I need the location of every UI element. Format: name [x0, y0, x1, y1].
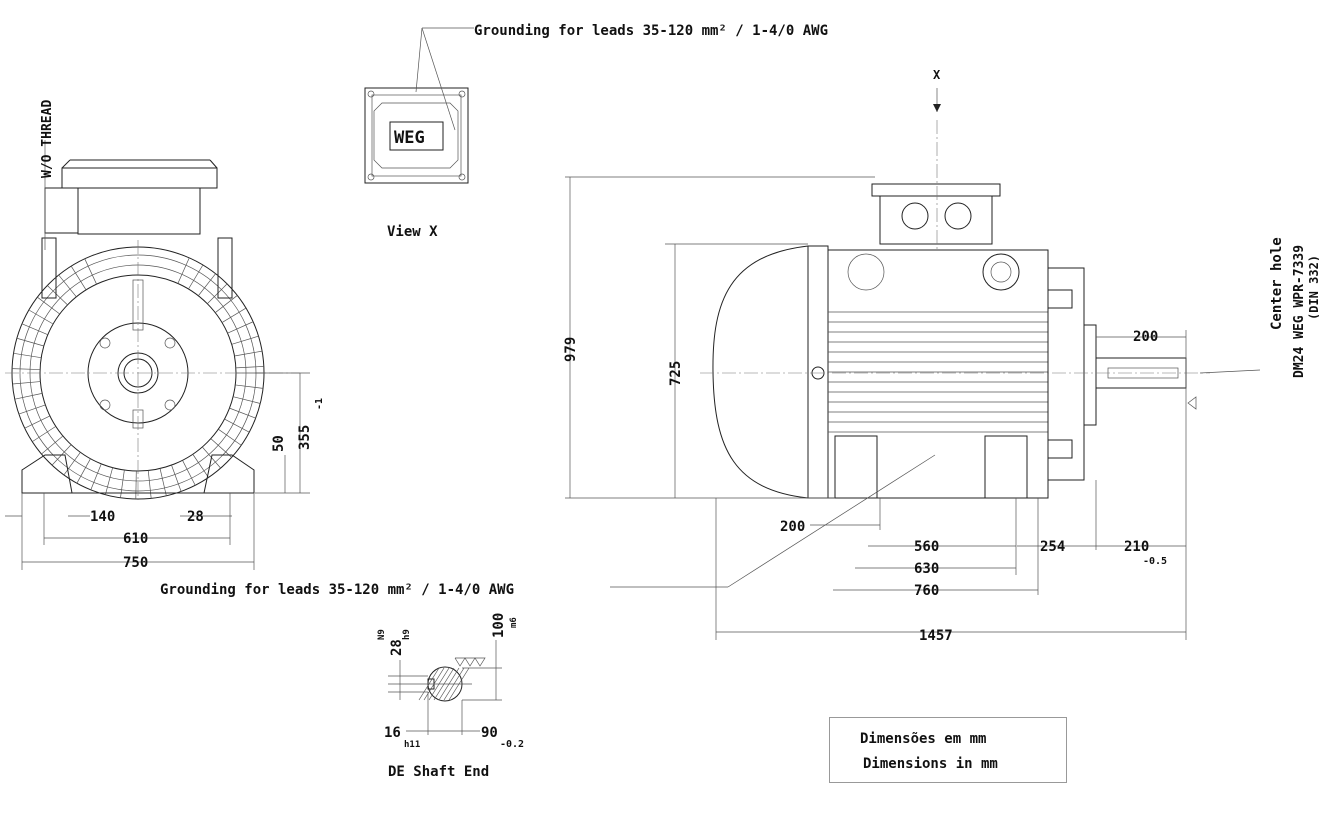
view-x-label: View X — [387, 224, 438, 240]
units-label-pt: Dimensões em mm — [860, 731, 987, 747]
side-view — [610, 120, 1261, 588]
center-hole-din: (DIN 332) — [1307, 255, 1319, 320]
motor-frame — [827, 249, 1049, 499]
units-note-box: Dimensões em mm Dimensions in mm — [829, 717, 1067, 783]
dim-254: 254 — [1040, 539, 1065, 555]
shaft-key-width-tol-b: h9 — [402, 629, 412, 640]
dim-210: 210 — [1124, 539, 1149, 555]
shaft-key-height: 16 — [384, 725, 401, 741]
dim-979: 979 — [563, 337, 579, 362]
front-view — [5, 159, 300, 500]
dim-725: 725 — [668, 361, 684, 386]
dim-355: 355 — [297, 425, 313, 450]
frame-fins — [828, 311, 1048, 433]
shaft-length: 90 — [481, 725, 498, 741]
shaft-length-tol: -0.2 — [500, 739, 524, 750]
weg-logo: WEG — [394, 128, 425, 148]
shaft-hatching — [418, 667, 470, 701]
side-foot-right — [984, 435, 1028, 499]
terminal-box-lid — [61, 167, 218, 189]
dim-28: 28 — [187, 509, 204, 525]
cable-entry — [44, 187, 79, 234]
view-x: WEG — [364, 27, 474, 184]
grounding-label-bottom: Grounding for leads 35-120 mm² / 1-4/0 A… — [160, 582, 514, 598]
shaft-end-view — [388, 640, 502, 735]
de-shaft-end-label: DE Shaft End — [388, 764, 489, 780]
dim-610: 610 — [123, 531, 148, 547]
side-foot-left — [834, 435, 878, 499]
terminal-box — [77, 187, 201, 235]
grounding-label-top: Grounding for leads 35-120 mm² / 1-4/0 A… — [474, 23, 828, 39]
dim-760: 760 — [914, 583, 939, 599]
shaft-key-width-tol-a: N9 — [377, 629, 387, 640]
shaft-key-height-tol: h11 — [404, 740, 420, 750]
dim-200-shaft: 200 — [1133, 329, 1158, 345]
center-hole-spec: DM24 WEG WPR-7339 — [1292, 245, 1307, 378]
fan-cover — [712, 245, 829, 499]
dim-630: 630 — [914, 561, 939, 577]
dim-200-foot: 200 — [780, 519, 805, 535]
dim-355-tol: -1 — [314, 398, 325, 410]
side-terminal-box — [879, 195, 993, 245]
dim-210-tol: -0.5 — [1143, 556, 1167, 567]
x-marker-label: X — [933, 68, 941, 82]
dim-560: 560 — [914, 539, 939, 555]
front-dims — [5, 140, 310, 570]
dim-50: 50 — [271, 435, 287, 452]
wo-thread-label: W/O THREAD — [40, 100, 55, 178]
units-label-en: Dimensions in mm — [863, 756, 998, 772]
dim-140: 140 — [90, 509, 115, 525]
shaft-key-width: 28 — [389, 639, 405, 656]
dim-750: 750 — [123, 555, 148, 571]
shaft-diameter: 100 — [491, 613, 507, 638]
shaft-diameter-tol: m6 — [509, 617, 519, 628]
center-hole-label: Center hole — [1269, 237, 1285, 330]
side-dims — [565, 176, 1197, 640]
side-terminal-lid — [871, 183, 1001, 197]
dim-1457: 1457 — [919, 628, 953, 644]
weg-logo-box — [389, 121, 444, 151]
